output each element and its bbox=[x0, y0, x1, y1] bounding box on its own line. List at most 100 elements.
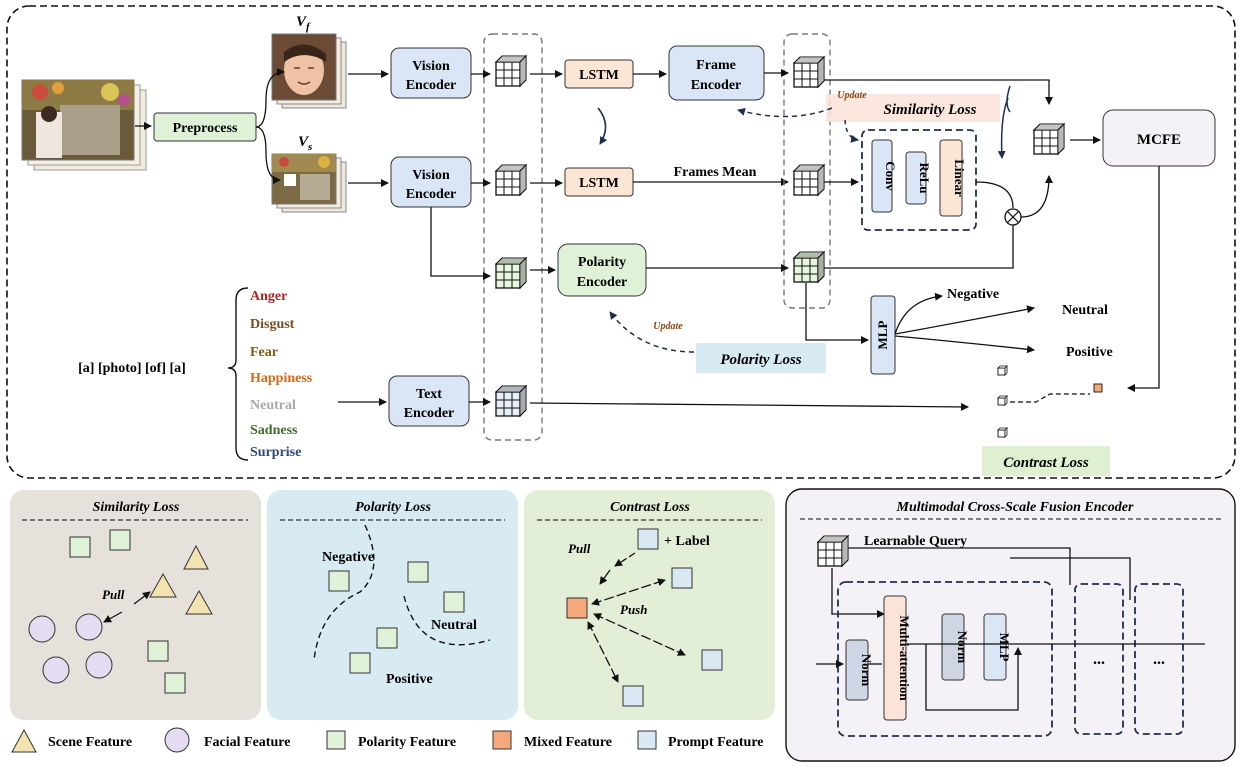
mcfe-label: MCFE bbox=[1137, 132, 1181, 148]
input-image bbox=[21, 79, 147, 171]
linear-block bbox=[939, 139, 963, 217]
mixed-cube bbox=[1093, 383, 1103, 393]
vision-encoder-2-line2: Encoder bbox=[406, 187, 457, 202]
polarity-panel-neutral: Neutral bbox=[431, 618, 477, 633]
mcfe-panel-title: Multimodal Cross-Scale Fusion Encoder bbox=[896, 500, 1134, 515]
feature-column-2 bbox=[783, 33, 831, 309]
polarity-loss-bg bbox=[696, 343, 826, 373]
text-feature-cube bbox=[495, 385, 527, 417]
emotion-sadness: Sadness bbox=[250, 423, 298, 438]
learnable-query-label: Learnable Query bbox=[864, 534, 967, 549]
legend-prompt: Prompt Feature bbox=[668, 735, 764, 750]
feature-column-1 bbox=[483, 33, 543, 441]
preprocess-label: Preprocess bbox=[173, 121, 238, 136]
mcfe-norm-2 bbox=[941, 613, 965, 681]
polarity-feature-cube bbox=[495, 257, 527, 289]
similarity-loss-bg bbox=[826, 94, 1000, 122]
text-encoder-line2: Encoder bbox=[404, 406, 455, 421]
fusion-layer bbox=[837, 581, 1053, 737]
polarity-encoder bbox=[557, 243, 647, 297]
mcfe-dots-2: ... bbox=[1153, 651, 1165, 668]
conv-label: Conv bbox=[883, 161, 898, 191]
frames-mean-label: Frames Mean bbox=[674, 165, 757, 180]
contrast-pull-label: Pull bbox=[568, 541, 591, 556]
lstm-2-label: LSTM bbox=[579, 176, 619, 191]
emotion-neutral: Neutral bbox=[250, 398, 296, 413]
legend-green-square-icon bbox=[326, 730, 346, 750]
face-feature-cube bbox=[495, 55, 527, 87]
relu-label: ReLu bbox=[917, 162, 932, 193]
legend-scene: Scene Feature bbox=[48, 735, 132, 750]
fused-feature-cube bbox=[1033, 123, 1065, 155]
update-label-2: Update bbox=[653, 321, 683, 332]
multi-attention-block bbox=[883, 595, 907, 721]
similarity-shapes bbox=[28, 529, 213, 694]
similarity-panel bbox=[10, 490, 261, 720]
emotion-list: AngerDisgustFearHappinessNeutralSadnessS… bbox=[250, 289, 313, 460]
vision-encoder-1 bbox=[390, 47, 472, 99]
emotion-surprise: Surprise bbox=[250, 445, 301, 460]
fusion-layer-3 bbox=[1134, 583, 1184, 735]
conv-block bbox=[871, 139, 893, 213]
mcfe-dots-1: ... bbox=[1093, 651, 1105, 668]
negative-label: Negative bbox=[947, 287, 999, 302]
mcfe-norm-1-label: Norm bbox=[859, 654, 874, 687]
polarity-loss-label: Polarity Loss bbox=[720, 352, 801, 368]
legend: Scene Feature Facial Feature Polarity Fe… bbox=[11, 727, 764, 753]
lstm-1-label: LSTM bbox=[579, 68, 619, 83]
vision-encoder-1-line2: Encoder bbox=[406, 78, 457, 93]
scene-feature-cube bbox=[495, 164, 527, 196]
positive-label: Positive bbox=[1066, 345, 1113, 360]
emotion-fear: Fear bbox=[250, 345, 278, 360]
polarity-panel-negative: Negative bbox=[322, 550, 374, 565]
polarity-encoder-line1: Polarity bbox=[578, 255, 626, 270]
contrast-loss-bg bbox=[982, 446, 1110, 476]
similarity-pull-label: Pull bbox=[102, 587, 125, 602]
contrast-label-text: + Label bbox=[664, 534, 710, 549]
similarity-loss-label: Similarity Loss bbox=[884, 102, 977, 118]
mcfe-mlp bbox=[983, 613, 1007, 681]
update-label-1: Update bbox=[837, 90, 867, 101]
neutral-label: Neutral bbox=[1062, 303, 1108, 318]
mcfe-norm-2-label: Norm bbox=[955, 631, 970, 664]
legend-polarity: Polarity Feature bbox=[358, 735, 456, 750]
relu-block bbox=[905, 151, 927, 205]
legend-circle-icon bbox=[164, 727, 190, 753]
mcfe-norm-1 bbox=[845, 639, 869, 701]
polarity-encoder-line2: Encoder bbox=[577, 275, 628, 290]
prompt-cube-1 bbox=[997, 365, 1008, 376]
scene-frames bbox=[271, 153, 347, 213]
linear-label: Linear bbox=[952, 159, 967, 197]
vision-encoder-1-line1: Vision bbox=[412, 59, 450, 74]
mean-feature-cube bbox=[793, 164, 825, 196]
frame-encoder-line1: Frame bbox=[696, 58, 736, 73]
polarity-out-cube bbox=[793, 251, 825, 283]
text-encoder-line1: Text bbox=[416, 387, 442, 402]
legend-triangle-icon bbox=[11, 728, 37, 753]
polarity-panel bbox=[267, 490, 518, 720]
contrast-panel bbox=[524, 490, 775, 720]
emotion-happiness: Happiness bbox=[250, 371, 313, 386]
legend-blue-square-icon bbox=[637, 730, 657, 750]
contrast-push-label: Push bbox=[620, 602, 647, 617]
learnable-query-cube bbox=[817, 535, 849, 567]
polarity-shapes bbox=[328, 561, 465, 674]
prompt-template: [a] [photo] [of] [a] bbox=[78, 361, 186, 376]
legend-facial: Facial Feature bbox=[204, 735, 290, 750]
text-encoder bbox=[388, 375, 470, 427]
face-frames bbox=[271, 33, 347, 109]
frame-feature-cube bbox=[793, 56, 825, 88]
similarity-panel-title: Similarity Loss bbox=[93, 500, 180, 515]
mcfe-panel bbox=[785, 488, 1236, 762]
mlp-classifier bbox=[870, 295, 896, 375]
polarity-panel-title: Polarity Loss bbox=[355, 500, 431, 515]
contrast-shapes bbox=[566, 528, 723, 707]
vf-label: Vf bbox=[296, 14, 311, 33]
emotion-disgust: Disgust bbox=[250, 317, 295, 332]
contrast-loss-label: Contrast Loss bbox=[1003, 455, 1089, 471]
multi-attention-label: Multi-attention bbox=[897, 615, 912, 701]
contrast-panel-title: Contrast Loss bbox=[610, 500, 690, 515]
mlp-label: MLP bbox=[875, 321, 890, 350]
fusion-layer-2 bbox=[1074, 583, 1124, 735]
